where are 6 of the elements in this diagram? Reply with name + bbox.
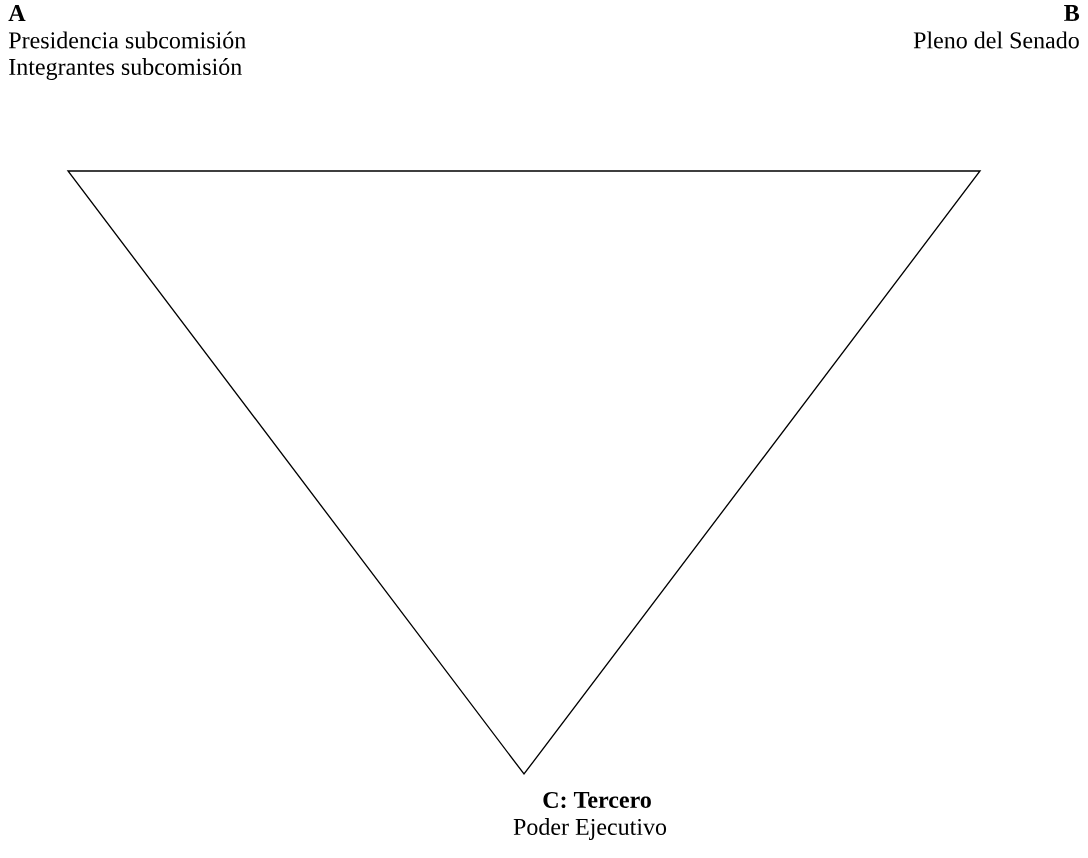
vertex-label: Pleno del Senado	[913, 31, 1079, 49]
vertex-label: Presidencia subcomisión	[8, 31, 246, 49]
vertex-label: Integrantes subcomisión	[9, 58, 242, 80]
vertex-letter: B	[1064, 5, 1080, 21]
vertex-letter: A	[8, 5, 26, 21]
vertex-label: Poder Ejecutivo	[513, 818, 667, 840]
